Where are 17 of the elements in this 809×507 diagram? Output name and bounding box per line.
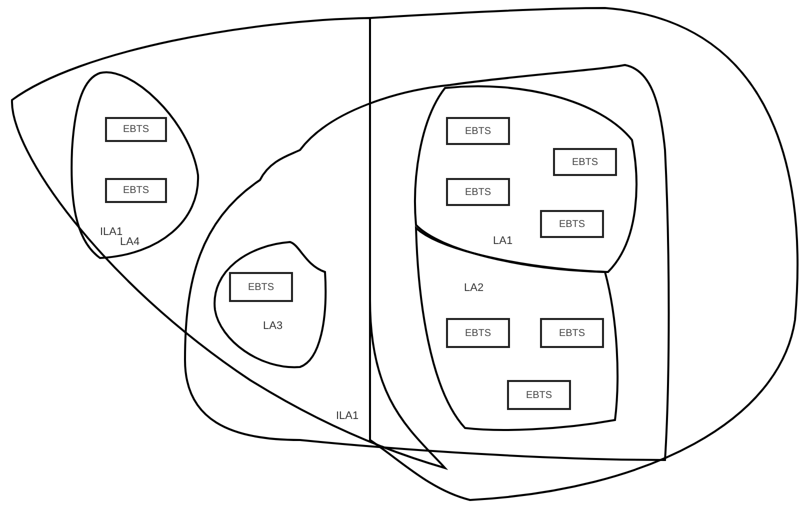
base-station-box: EBTS [553,148,617,176]
region-outline [8,14,448,472]
base-station-box: EBTS [446,318,510,348]
base-station-box: EBTS [540,318,604,348]
base-station-box: EBTS [446,117,510,145]
area-label: ILA1 [100,226,123,238]
base-station-box: EBTS [507,380,571,410]
base-station-box: EBTS [229,272,293,302]
base-station-box: EBTS [105,117,167,142]
area-label: LA3 [263,320,283,332]
base-station-box: EBTS [540,210,604,238]
area-label: LA2 [464,282,484,294]
base-station-box: EBTS [105,178,167,203]
base-station-box: EBTS [446,178,510,206]
area-label: LA4 [120,236,140,248]
area-label: LA1 [493,235,513,247]
area-label: ILA1 [336,410,359,422]
